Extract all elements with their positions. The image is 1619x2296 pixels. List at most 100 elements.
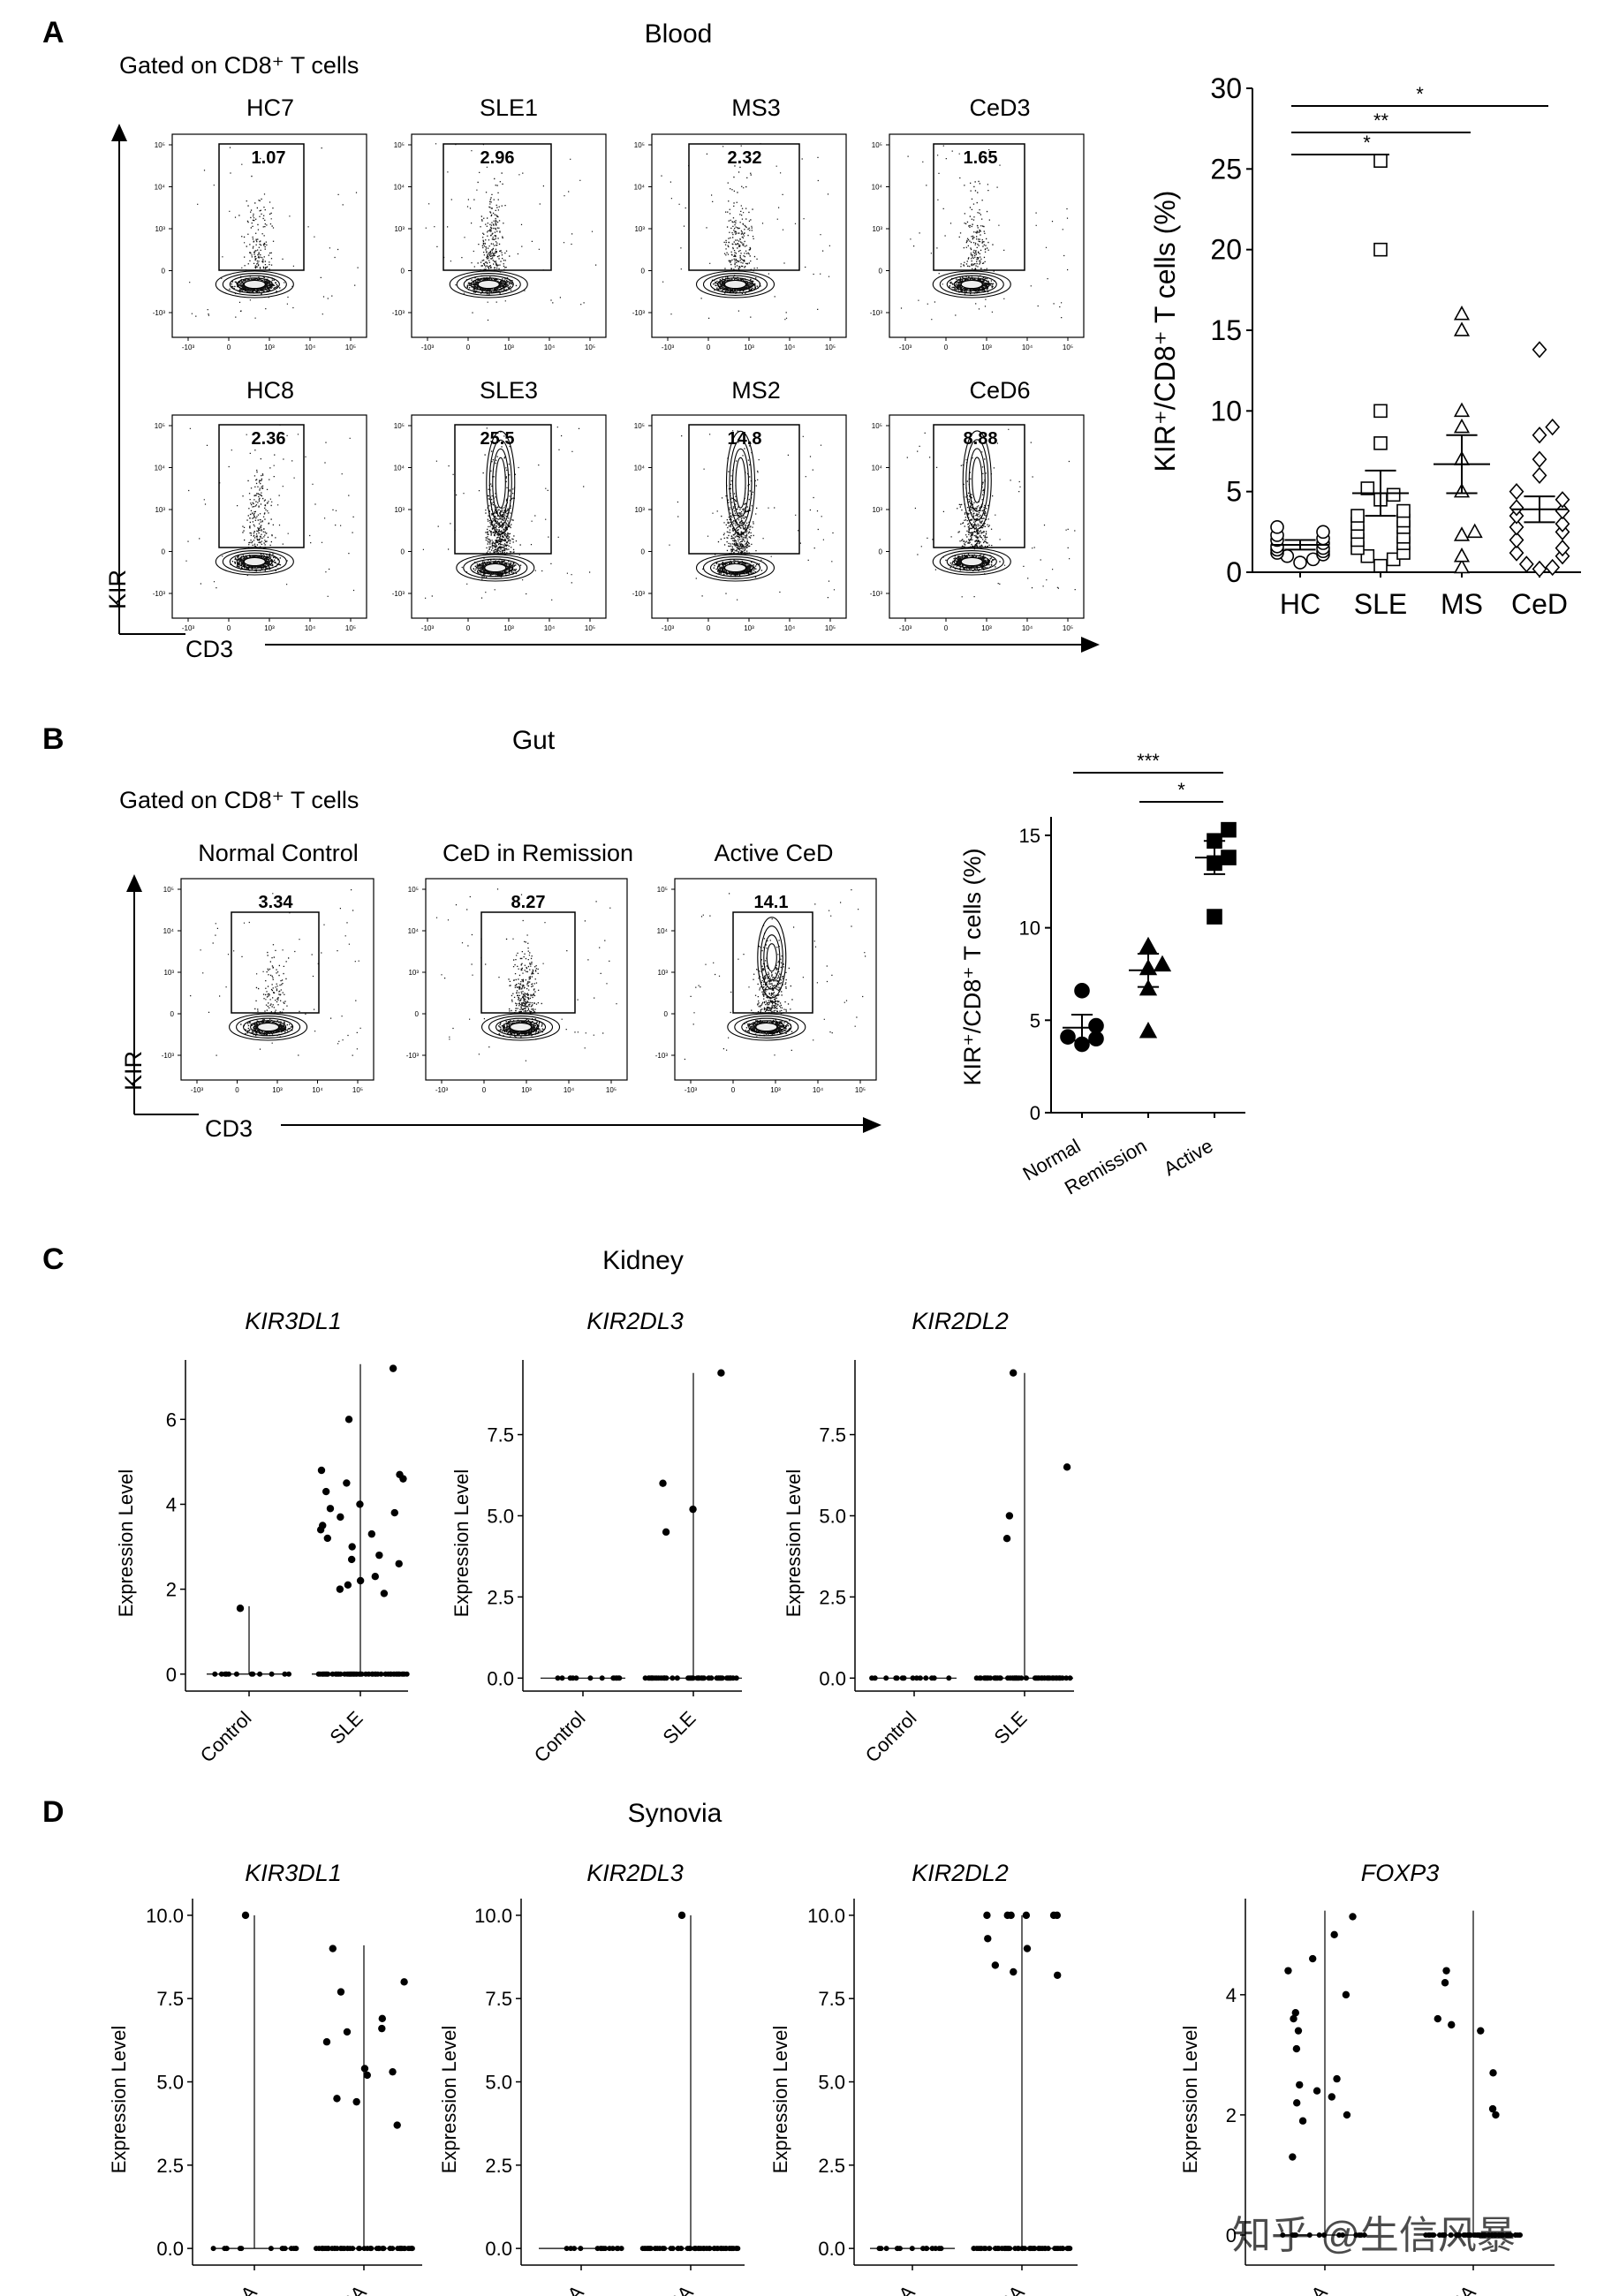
- flow-tick-label: 10⁴: [634, 184, 646, 192]
- y-tick-label: 10.0: [474, 1905, 512, 1927]
- flow-contour: [480, 1013, 561, 1041]
- flow-tick-label: 0: [162, 548, 166, 556]
- x-tick-label: Active: [1160, 1135, 1216, 1181]
- flow-contour: [495, 1017, 547, 1037]
- data-point: [1207, 909, 1222, 925]
- y-tick-label: 2: [166, 1579, 177, 1601]
- x-tick-label: OA: [225, 2281, 261, 2296]
- flow-tick-label: 10⁴: [155, 464, 166, 472]
- data-point: [378, 2024, 386, 2033]
- flow-contour: [953, 555, 990, 569]
- flow-tick-label: 10⁵: [825, 344, 836, 351]
- flow-tick-label: 0: [707, 344, 711, 351]
- flow-tick-label: 10⁴: [872, 184, 883, 192]
- flow-tick-label: 10³: [155, 506, 165, 514]
- x-tick-label: Control: [861, 1707, 921, 1767]
- flow-tick-label: 10⁴: [394, 184, 405, 192]
- panel-b-title: Gut: [512, 726, 556, 755]
- flow-tick-label: 10⁴: [564, 1086, 575, 1094]
- data-point: [356, 1576, 365, 1585]
- data-point: [1316, 525, 1330, 540]
- kir-axis-label: KIR: [120, 1051, 147, 1091]
- y-tick-label: 7.5: [819, 1424, 846, 1446]
- flow-contour: [229, 552, 280, 571]
- y-tick-label: 5.0: [485, 2072, 512, 2094]
- flow-contour: [470, 277, 507, 291]
- panel-a-gated: Gated on CD8⁺ T cells: [119, 52, 359, 79]
- group-oa: [870, 2246, 955, 2252]
- flow-contour: [716, 561, 754, 575]
- flow-tick-label: 0: [879, 268, 883, 276]
- data-point: [1509, 518, 1524, 536]
- flow-tick-label: 10⁵: [155, 141, 165, 149]
- chart-title: KIR2DL3: [586, 1860, 684, 1886]
- data-point: [322, 1487, 330, 1496]
- x-tick-label: OA: [883, 2281, 919, 2296]
- flow-tick-label: 10³: [503, 344, 514, 351]
- y-tick-label: 0: [166, 1664, 177, 1686]
- data-point: [662, 1528, 670, 1537]
- series-ced: [1509, 341, 1570, 578]
- flow-tick-label: 10⁴: [394, 464, 405, 472]
- data-point: [1293, 555, 1307, 570]
- flow-contour: [250, 1020, 287, 1034]
- panel-a-title: Blood: [645, 19, 713, 49]
- flow-contour: [727, 1013, 806, 1041]
- flow-tick-label: 0: [641, 268, 646, 276]
- data-point: [337, 1513, 344, 1522]
- data-point: [1453, 418, 1471, 434]
- significance-label: ***: [1137, 750, 1160, 772]
- flow-contour: [731, 448, 750, 517]
- data-point: [363, 2071, 371, 2080]
- flow-tick-label: 10⁵: [657, 886, 668, 894]
- flow-contour: [946, 275, 997, 294]
- flow-contour: [486, 430, 516, 535]
- group-oa: [210, 1911, 299, 2252]
- data-point: [1453, 402, 1471, 418]
- data-point: [1509, 499, 1524, 517]
- data-point: [1509, 483, 1524, 501]
- flow-tick-label: -10³: [662, 344, 675, 351]
- data-point: [1509, 544, 1524, 562]
- flow-contour: [509, 1022, 533, 1032]
- data-point: [1545, 558, 1561, 577]
- y-axis-label: Expression Level: [1179, 2026, 1201, 2174]
- data-point: [1328, 2093, 1336, 2101]
- flow-tick-label: 10⁴: [155, 184, 166, 192]
- y-axis-label: KIR⁺/CD8⁺ T cells (%): [959, 848, 986, 1085]
- flow-sample-name: CeD6: [969, 377, 1030, 404]
- flow-contour: [972, 457, 983, 503]
- kir-axis-arrow-icon: [111, 124, 127, 141]
- zero-points: [973, 1675, 1073, 1681]
- flow-tick-label: 10³: [408, 969, 419, 977]
- cd3-axis-label: CD3: [185, 636, 233, 662]
- flow-tick-label: 10⁴: [813, 1086, 824, 1094]
- y-tick-label: 0.0: [487, 1667, 514, 1689]
- data-point: [1308, 1954, 1317, 1963]
- data-point: [1373, 404, 1388, 419]
- y-tick-label: 5.0: [487, 1505, 514, 1527]
- y-axis-label: Expression Level: [438, 2026, 460, 2174]
- flow-contour: [695, 554, 775, 582]
- flow-sample-name: CeD in Remission: [443, 840, 633, 866]
- data-point: [367, 1529, 376, 1538]
- y-tick-label: 10.0: [146, 1905, 184, 1927]
- x-tick-label: SLE: [1354, 588, 1407, 620]
- data-point: [344, 1581, 352, 1590]
- flow-contour: [716, 277, 754, 291]
- chart-title: KIR3DL1: [245, 1860, 342, 1886]
- flow-contour: [215, 270, 294, 298]
- flow-tick-label: -10³: [162, 1052, 175, 1060]
- data-point: [1545, 418, 1561, 436]
- flow-contour: [939, 273, 1004, 296]
- y-tick-label: 2: [1226, 2104, 1237, 2126]
- flow-contour: [723, 279, 747, 290]
- flow-frame: [651, 133, 847, 338]
- flow-frame: [651, 414, 847, 619]
